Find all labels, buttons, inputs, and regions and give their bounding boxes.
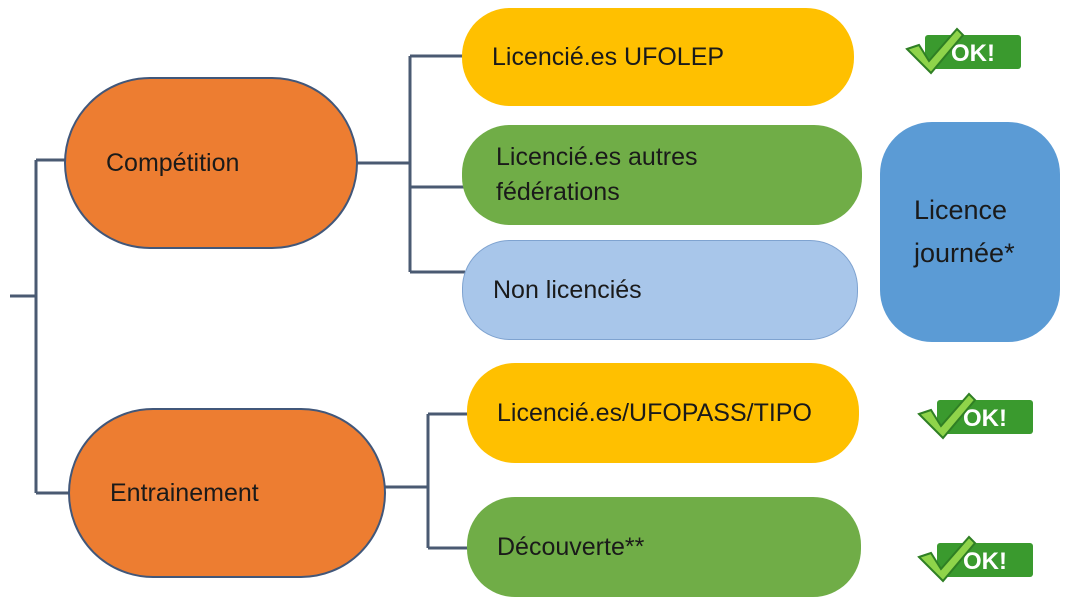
option-label: Non licenciés (493, 275, 642, 304)
option-label: Licencié.es/UFOPASS/TIPO (497, 398, 812, 427)
ok-badge: OK! (905, 27, 1021, 75)
ok-badge: OK! (917, 535, 1033, 583)
note-label: Licence journée* (914, 195, 1015, 268)
ok-badge-label: OK! (963, 548, 1007, 575)
option-label: Licencié.es UFOLEP (492, 42, 725, 71)
option-decouverte: Découverte** (467, 497, 861, 597)
ok-badge: OK! (917, 392, 1033, 440)
checkmark-icon (905, 27, 965, 75)
category-entrainement: Entrainement (68, 408, 386, 578)
checkmark-icon (917, 535, 977, 583)
ok-badge-label: OK! (963, 405, 1007, 432)
option-licencies-ufopass-tipo: Licencié.es/UFOPASS/TIPO (467, 363, 859, 463)
category-label: Compétition (106, 148, 240, 177)
ok-badge-label: OK! (951, 40, 995, 67)
option-label: Découverte** (497, 532, 645, 561)
category-label: Entrainement (110, 478, 259, 507)
checkmark-icon (917, 392, 977, 440)
option-licencies-ufolep: Licencié.es UFOLEP (462, 8, 854, 106)
option-licencies-autres-federations: Licencié.es autres fédérations (462, 125, 862, 225)
licence-journee-note: Licence journée* (880, 122, 1060, 342)
option-non-licencies: Non licenciés (462, 240, 858, 340)
category-competition: Compétition (64, 77, 358, 249)
option-label: Licencié.es autres fédérations (496, 143, 698, 206)
